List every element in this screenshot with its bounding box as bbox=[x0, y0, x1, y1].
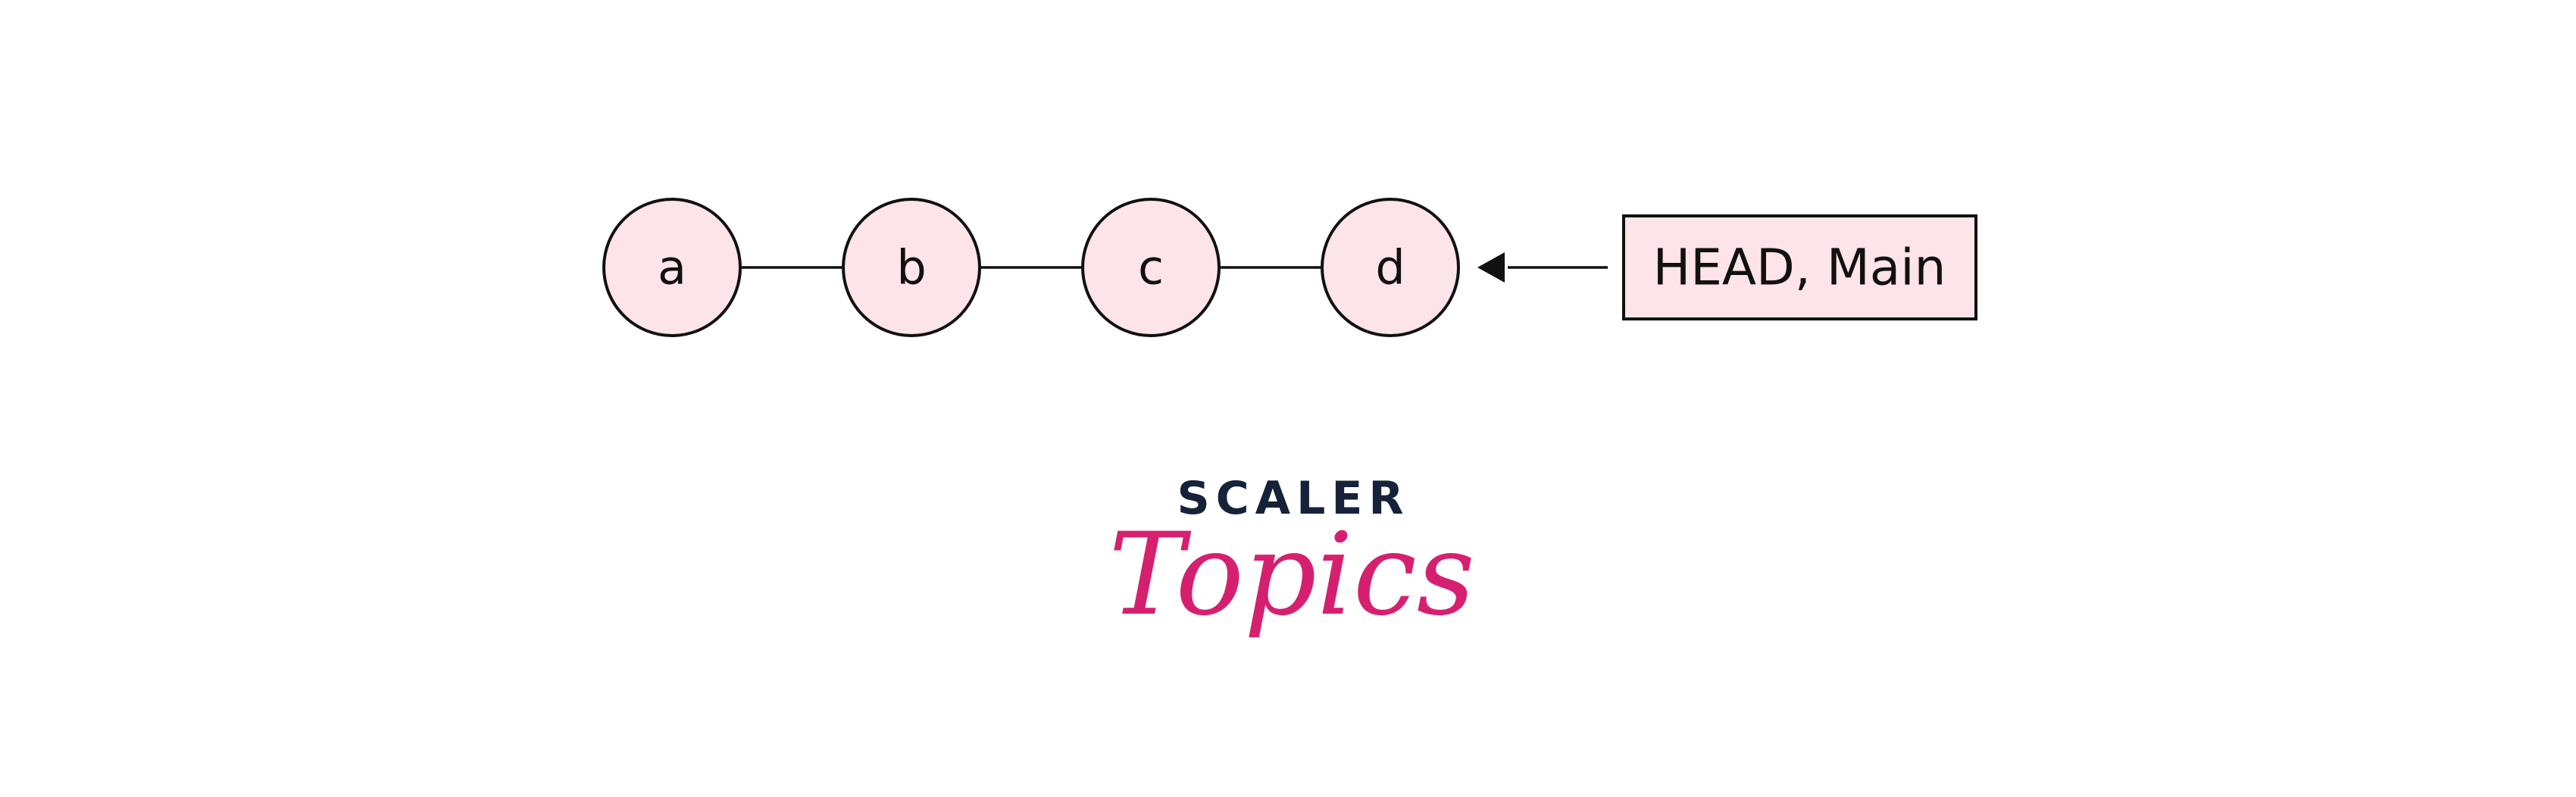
commit-node-b: b bbox=[842, 198, 981, 337]
logo-topics-text: Topics bbox=[1108, 509, 1475, 641]
commit-label-a: a bbox=[658, 240, 686, 295]
scaler-topics-logo: SCALER Topics bbox=[1108, 472, 1475, 641]
commit-node-a: a bbox=[602, 198, 742, 337]
logo-scaler-text: SCALER bbox=[1177, 472, 1409, 525]
pointer-arrow bbox=[1477, 252, 1608, 283]
commit-node-c: c bbox=[1081, 198, 1221, 337]
commit-label-c: c bbox=[1138, 240, 1164, 295]
ref-label: HEAD, Main bbox=[1653, 239, 1946, 297]
commit-label-d: d bbox=[1375, 240, 1405, 295]
commit-label-b: b bbox=[896, 240, 926, 295]
commit-node-d: d bbox=[1321, 198, 1460, 337]
arrowhead-icon bbox=[1477, 252, 1505, 283]
ref-box-head-main: HEAD, Main bbox=[1622, 214, 1977, 320]
